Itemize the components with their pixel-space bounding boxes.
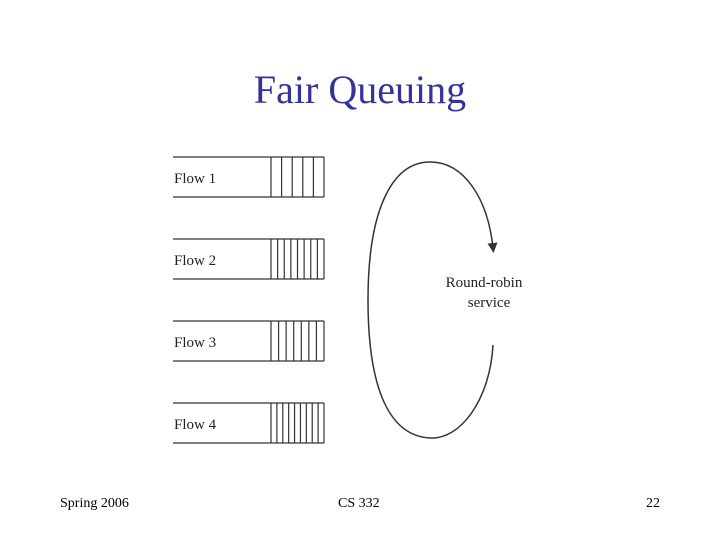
flow-label: Flow 1	[174, 171, 216, 187]
flow-label: Flow 2	[174, 253, 216, 269]
flow-queue: Flow 3	[173, 320, 325, 362]
flow-queue: Flow 1	[173, 156, 325, 198]
flow-label: Flow 4	[174, 417, 217, 433]
footer-course: CS 332	[338, 496, 380, 511]
flow-label: Flow 3	[174, 335, 216, 351]
slide-title: Fair Queuing	[253, 67, 467, 112]
flow-queue: Flow 2	[173, 238, 325, 280]
service-label-line2: service	[468, 295, 511, 311]
service-label-line1: Round-robin	[446, 275, 523, 291]
round-robin-arrow	[367, 161, 498, 439]
flow-queues: Flow 1 Flow 2 Flow 3 Flow 4	[173, 156, 325, 444]
footer-page-number: 22	[646, 496, 660, 511]
flow-queue: Flow 4	[173, 402, 325, 444]
footer-date: Spring 2006	[60, 496, 129, 511]
